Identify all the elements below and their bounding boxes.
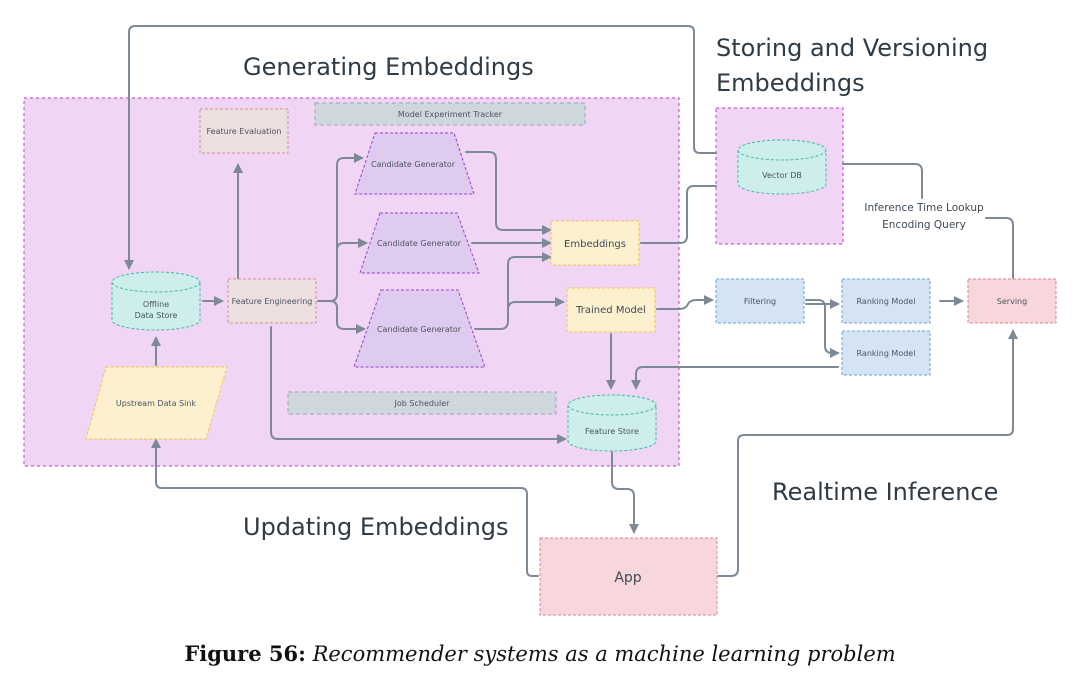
node-serving-label: Serving bbox=[997, 297, 1027, 306]
edge-filtering-to-ranking2 bbox=[805, 299, 840, 358]
figure-caption: Figure 56: Recommender systems as a mach… bbox=[0, 641, 1080, 666]
node-vector-db[interactable]: Vector DB bbox=[737, 139, 827, 195]
figure-caption-text: Recommender systems as a machine learnin… bbox=[312, 642, 896, 666]
edge-trainedmodel-to-filtering bbox=[656, 295, 714, 310]
node-model-experiment-tracker-label: Model Experiment Tracker bbox=[398, 110, 503, 119]
node-ranking-model-2[interactable]: Ranking Model bbox=[841, 330, 931, 376]
node-app-label: App bbox=[614, 570, 641, 586]
section-title-storing-1: Storing and Versioning bbox=[716, 34, 988, 62]
node-feature-store-label: Feature Store bbox=[585, 427, 639, 436]
node-serving[interactable]: Serving bbox=[967, 278, 1057, 324]
node-candidate-generator-3-label: Candidate Generator bbox=[377, 325, 462, 334]
edge-inference-to-serving bbox=[985, 217, 1014, 279]
node-job-scheduler-label: Job Scheduler bbox=[394, 399, 451, 408]
node-embeddings[interactable]: Embeddings bbox=[550, 220, 640, 266]
edge-vectordb-to-offline-store bbox=[124, 25, 717, 270]
edge-featureeng-to-featurestore bbox=[270, 326, 567, 444]
node-feature-engineering[interactable]: Feature Engineering bbox=[227, 278, 317, 324]
diagram-canvas: Generating Embeddings Storing and Versio… bbox=[23, 25, 1057, 616]
edge-featureeng-to-candgen-2 bbox=[336, 238, 368, 251]
inference-lookup-label-1: Inference Time Lookup bbox=[864, 202, 984, 214]
node-filtering[interactable]: Filtering bbox=[715, 278, 805, 324]
node-app[interactable]: App bbox=[539, 537, 718, 616]
edge-candgen3-to-trained-model bbox=[507, 297, 565, 311]
node-trained-model-label: Trained Model bbox=[575, 305, 646, 316]
section-title-generating: Generating Embeddings bbox=[243, 53, 534, 81]
edge-embeddings-to-vectordb bbox=[640, 185, 717, 244]
node-offline-data-store-label-1: Offline bbox=[143, 300, 169, 309]
node-job-scheduler[interactable]: Job Scheduler bbox=[287, 391, 557, 415]
node-offline-data-store[interactable]: Offline Data Store bbox=[111, 271, 201, 331]
node-ranking-model-1-label: Ranking Model bbox=[857, 297, 916, 306]
node-candidate-generator-3[interactable]: Candidate Generator bbox=[353, 289, 486, 368]
edge-featureeng-to-candgen-3 bbox=[329, 300, 366, 334]
section-title-realtime: Realtime Inference bbox=[772, 478, 998, 506]
edge-vectordb-to-inference bbox=[842, 163, 923, 199]
node-filtering-label: Filtering bbox=[744, 297, 776, 306]
node-offline-data-store-label-2: Data Store bbox=[135, 311, 178, 320]
node-feature-engineering-label: Feature Engineering bbox=[232, 297, 313, 306]
node-feature-store[interactable]: Feature Store bbox=[567, 394, 657, 452]
edge-candgen3-to-embeddings bbox=[474, 252, 552, 330]
node-candidate-generator-1-label: Candidate Generator bbox=[371, 160, 456, 169]
edge-app-to-serving bbox=[717, 329, 1018, 577]
node-candidate-generator-1[interactable]: Candidate Generator bbox=[354, 132, 475, 195]
node-feature-evaluation[interactable]: Feature Evaluation bbox=[199, 108, 289, 154]
node-ranking-model-1[interactable]: Ranking Model bbox=[841, 278, 931, 324]
node-candidate-generator-2[interactable]: Candidate Generator bbox=[359, 212, 480, 274]
node-vector-db-label: Vector DB bbox=[762, 171, 802, 180]
edge-app-to-upstream bbox=[151, 438, 539, 577]
section-title-storing-2: Embeddings bbox=[716, 69, 865, 97]
section-title-updating: Updating Embeddings bbox=[243, 513, 509, 541]
inference-lookup-label-2: Encoding Query bbox=[882, 219, 966, 231]
node-candidate-generator-2-label: Candidate Generator bbox=[377, 239, 462, 248]
node-embeddings-label: Embeddings bbox=[564, 239, 626, 250]
edge-candgen1-to-embeddings bbox=[465, 151, 552, 235]
node-trained-model[interactable]: Trained Model bbox=[566, 287, 656, 333]
edge-featurestore-to-app bbox=[611, 451, 639, 534]
node-ranking-model-2-label: Ranking Model bbox=[857, 349, 916, 358]
edge-ranking2-to-featurestore bbox=[631, 366, 839, 390]
node-upstream-data-sink-label: Upstream Data Sink bbox=[116, 399, 197, 408]
node-upstream-data-sink[interactable]: Upstream Data Sink bbox=[85, 366, 228, 440]
node-model-experiment-tracker[interactable]: Model Experiment Tracker bbox=[314, 102, 586, 126]
node-feature-evaluation-label: Feature Evaluation bbox=[207, 127, 282, 136]
figure-caption-label: Figure 56: bbox=[184, 641, 306, 666]
